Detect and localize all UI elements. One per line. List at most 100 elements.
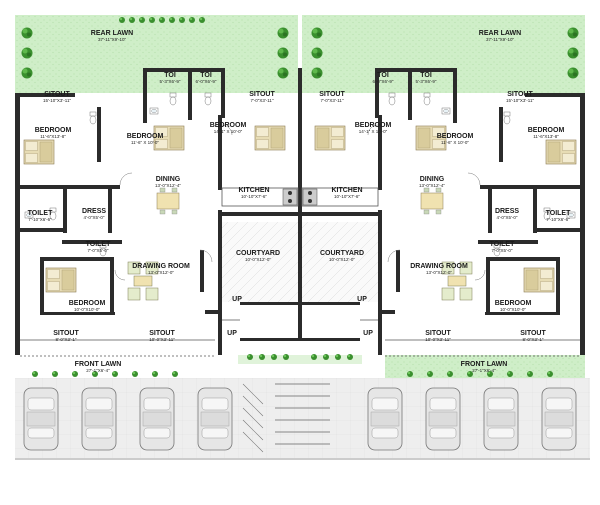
right-bedroom-3-size: 11'-6"X13'-8" — [533, 134, 559, 139]
left-dining-name: DINING — [155, 176, 181, 183]
bed-right-4 — [523, 267, 555, 293]
left-front-lawn-name: FRONT LAWN — [74, 361, 122, 368]
bed-right-1 — [545, 139, 577, 165]
right-toi-2-name: TOI — [420, 72, 432, 79]
left-kitchen-name: KITCHEN — [238, 187, 270, 194]
left-toi-2-name: TOI — [200, 72, 212, 79]
car-8 — [541, 387, 577, 451]
bed-left-4 — [45, 267, 77, 293]
left-toilet-2-name: TOILET — [85, 241, 111, 248]
left-bedroom-2-name: BEDROOM — [126, 133, 164, 140]
right-toi-1-size: 6'-0"X6'-9" — [372, 79, 394, 84]
right-sitout-rear-left-name: SITOUT — [319, 91, 345, 98]
bed-left-3 — [254, 125, 286, 151]
car-3 — [139, 387, 175, 451]
left-toilet-2-size: 7'-0"X5'-0" — [87, 248, 109, 253]
right-dress-size: 4'-0"X5'-0" — [496, 215, 518, 220]
left-courtyard-name: COURTYARD — [235, 250, 281, 257]
right-sitout-front-left-size: 10'-0"X3'-11" — [425, 337, 451, 342]
rear-lawn-right — [302, 15, 585, 93]
right-toilet-1-size: 7'-10"X6'-6" — [546, 217, 570, 222]
left-dress-size: 4'-0"X5'-0" — [83, 215, 105, 220]
car-1 — [23, 387, 59, 451]
left-kitchen-size: 10'-10"X7'-6" — [241, 194, 267, 199]
left-up-label-1: UP — [232, 296, 242, 303]
kitchen-fixtures — [282, 188, 318, 206]
left-rear-lawn-name: REAR LAWN — [90, 30, 134, 37]
right-sitout-front-right-name: SITOUT — [520, 330, 546, 337]
car-5 — [367, 387, 403, 451]
left-toilet-1-name: TOILET — [27, 210, 53, 217]
right-dress-name: DRESS — [494, 208, 520, 215]
right-toilet-1-name: TOILET — [545, 210, 571, 217]
right-bedroom-4-size: 10'-0"X10'-0" — [500, 307, 526, 312]
left-courtyard-size: 10'-0"X12'-0" — [245, 257, 271, 262]
front-steps — [275, 383, 330, 445]
left-sitout-front-left-size: 8'-0"X3'-1" — [55, 337, 77, 342]
right-courtyard-size: 10'-0"X12'-0" — [329, 257, 355, 262]
right-front-lawn-size: 27'-1"X6'-4" — [472, 368, 496, 373]
right-bedroom-2-name: BEDROOM — [436, 133, 474, 140]
right-front-lawn-name: FRONT LAWN — [460, 361, 508, 368]
right-bedroom-4-name: BEDROOM — [494, 300, 532, 307]
left-sitout-rear-left-size: 15'-10"X3'-11" — [42, 98, 72, 103]
right-bedroom-2-size: 11'-6" X 10'-0" — [440, 140, 470, 145]
left-bedroom-4-name: BEDROOM — [68, 300, 106, 307]
left-dress-name: DRESS — [81, 208, 107, 215]
car-6 — [425, 387, 461, 451]
rear-lawn-left — [15, 15, 298, 93]
left-toilet-1-size: 7'-10"X6'-6" — [28, 217, 52, 222]
right-up-label-2: UP — [363, 330, 373, 337]
bed-left-1 — [23, 139, 55, 165]
paving-edge — [15, 458, 590, 460]
left-sitout-rear-right-size: 7'-0"X3'-11" — [250, 98, 274, 103]
right-toilet-2-name: TOILET — [489, 241, 515, 248]
left-sitout-rear-right-name: SITOUT — [249, 91, 275, 98]
right-bedroom-1-name: BEDROOM — [354, 122, 392, 129]
right-up-label-1: UP — [357, 296, 367, 303]
left-sitout-front-right-name: SITOUT — [149, 330, 175, 337]
right-courtyard-name: COURTYARD — [319, 250, 365, 257]
left-bedroom-4-size: 10'-0"X10'-0" — [74, 307, 100, 312]
left-bedroom-1-name: BEDROOM — [34, 127, 72, 134]
left-toi-2-size: 6'-0"X6'-9" — [195, 79, 217, 84]
right-toi-1-name: TOI — [377, 72, 389, 79]
left-toi-1-name: TOI — [164, 72, 176, 79]
left-front-lawn-size: 27'-1"X6'-4" — [86, 368, 110, 373]
car-7 — [483, 387, 519, 451]
right-sitout-rear-right-name: SITOUT — [507, 91, 533, 98]
entry-ramp — [242, 383, 264, 453]
left-rear-lawn-size: 37'-11"X9'-10" — [97, 37, 127, 42]
left-drawing-room-name: DRAWING ROOM — [132, 263, 190, 270]
right-dining-size: 13'-0"X12'-4" — [419, 183, 445, 188]
right-sitout-rear-left-size: 7'-0"X3'-11" — [320, 98, 344, 103]
left-up-label-2: UP — [227, 330, 237, 337]
right-kitchen-size: 10'-10"X7'-6" — [334, 194, 360, 199]
left-bedroom-3-name: BEDROOM — [209, 122, 247, 129]
